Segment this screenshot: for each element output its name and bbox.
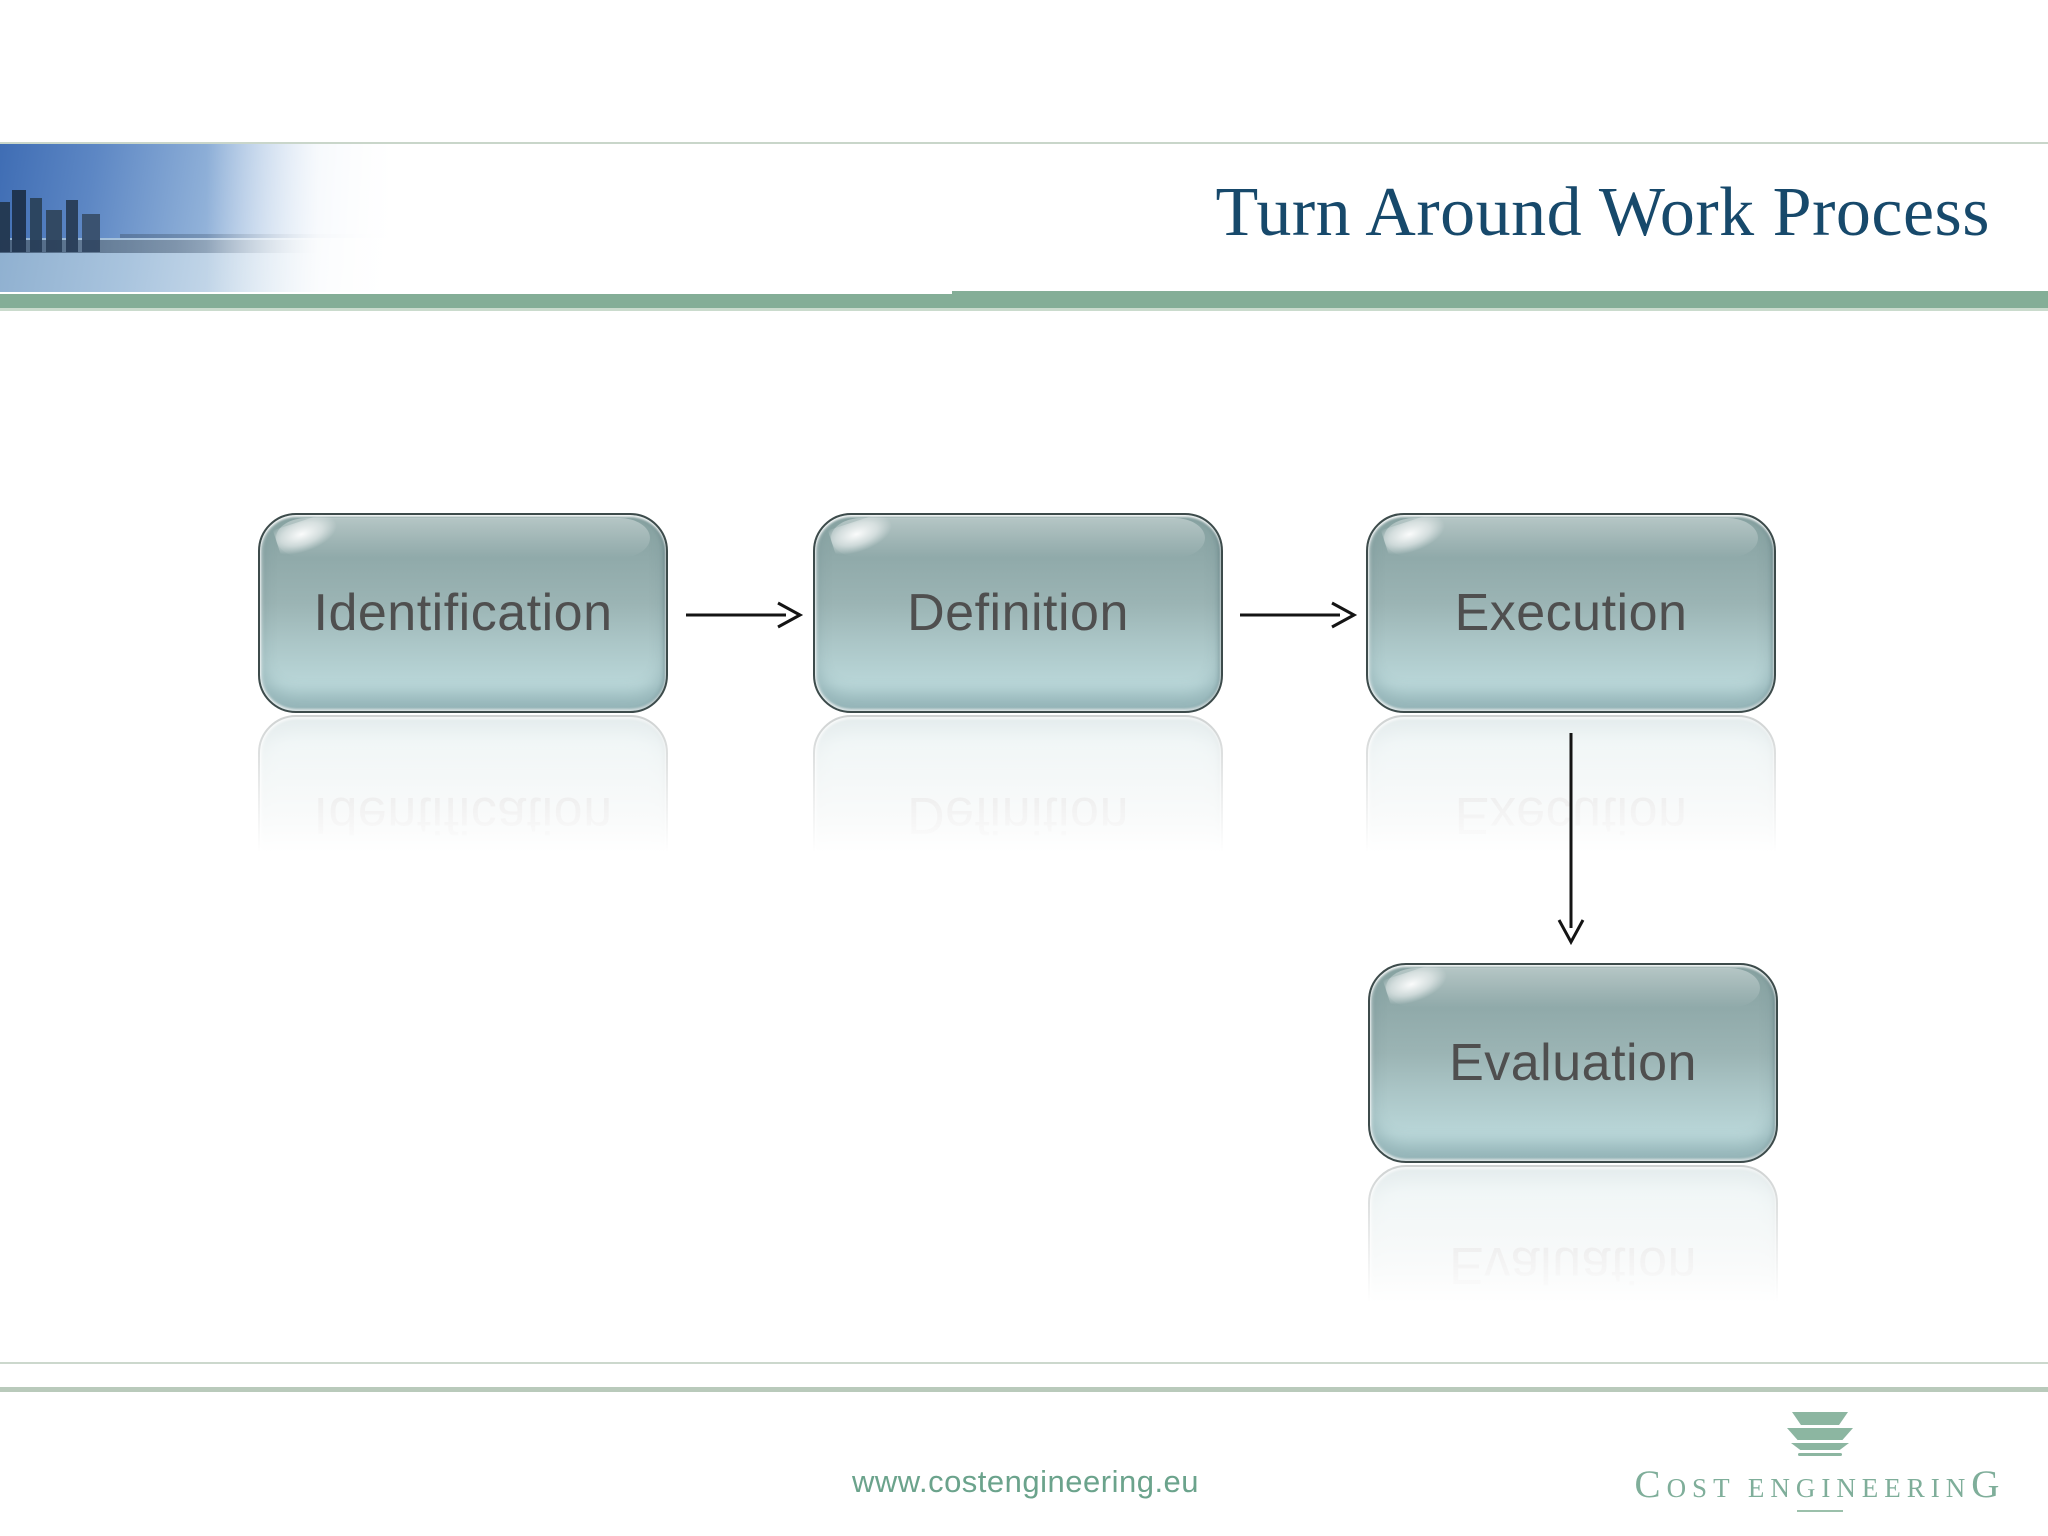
reflection-fade	[1368, 1165, 1778, 1337]
logo-stack-icon	[1792, 1412, 1848, 1425]
footer-rule-thick	[0, 1387, 2048, 1392]
arrow-right-icon	[686, 601, 804, 629]
logo-text: COST ENGINEERING	[1635, 1465, 2006, 1504]
process-step-execution: Execution Execution	[1366, 513, 1776, 887]
box-reflection-mirror: Evaluation	[1368, 1165, 1778, 1337]
process-step-evaluation: Evaluation Evaluation	[1368, 963, 1778, 1337]
process-box-label: Execution	[1454, 584, 1688, 642]
process-box: Evaluation	[1368, 963, 1778, 1163]
arrow-right-icon	[1240, 601, 1358, 629]
logo-text-middle: OST ENGINEERIN	[1666, 1473, 1972, 1503]
page-title: Turn Around Work Process	[1215, 174, 1990, 251]
reflection-label: Evaluation	[1449, 1236, 1697, 1294]
process-box-label: Evaluation	[1449, 1034, 1697, 1092]
photo-white-fade	[0, 144, 430, 292]
process-step-identification: Identification Identification	[258, 513, 668, 887]
footer-url: www.costengineering.eu	[852, 1464, 1200, 1499]
header-top-rule	[0, 142, 2048, 144]
box-reflection: Evaluation	[1368, 1165, 1778, 1337]
process-box: Execution	[1366, 513, 1776, 713]
footer-rule-thin	[0, 1362, 2048, 1364]
header-photo	[0, 144, 430, 292]
process-box-label: Identification	[313, 584, 613, 642]
process-step-definition: Definition Definition	[813, 513, 1223, 887]
logo-text-initial: C	[1634, 1463, 1667, 1506]
logo-text-final: G	[1971, 1463, 2006, 1506]
process-box: Identification	[258, 513, 668, 713]
logo-stack-icon	[1787, 1428, 1853, 1440]
reflection-label: Identification	[313, 786, 613, 844]
logo-underline	[1797, 1510, 1843, 1512]
process-box-label: Definition	[907, 584, 1129, 642]
reflection-fade	[258, 715, 668, 887]
cost-engineering-logo: COST ENGINEERING	[1635, 1412, 1999, 1512]
reflection-fade	[813, 715, 1223, 887]
process-box: Definition	[813, 513, 1223, 713]
box-reflection: Identification	[258, 715, 668, 887]
logo-stack-icon	[1791, 1443, 1849, 1450]
header-green-band-step	[952, 291, 2048, 308]
logo-stack-icon	[1798, 1453, 1842, 1456]
box-reflection-mirror: Identification	[258, 715, 668, 887]
header-green-band	[0, 294, 952, 308]
box-reflection-mirror: Definition	[813, 715, 1223, 887]
arrow-down-icon	[1557, 733, 1585, 946]
box-reflection: Definition	[813, 715, 1223, 887]
header-green-band-edge	[0, 308, 2048, 311]
reflection-label: Definition	[907, 786, 1129, 844]
